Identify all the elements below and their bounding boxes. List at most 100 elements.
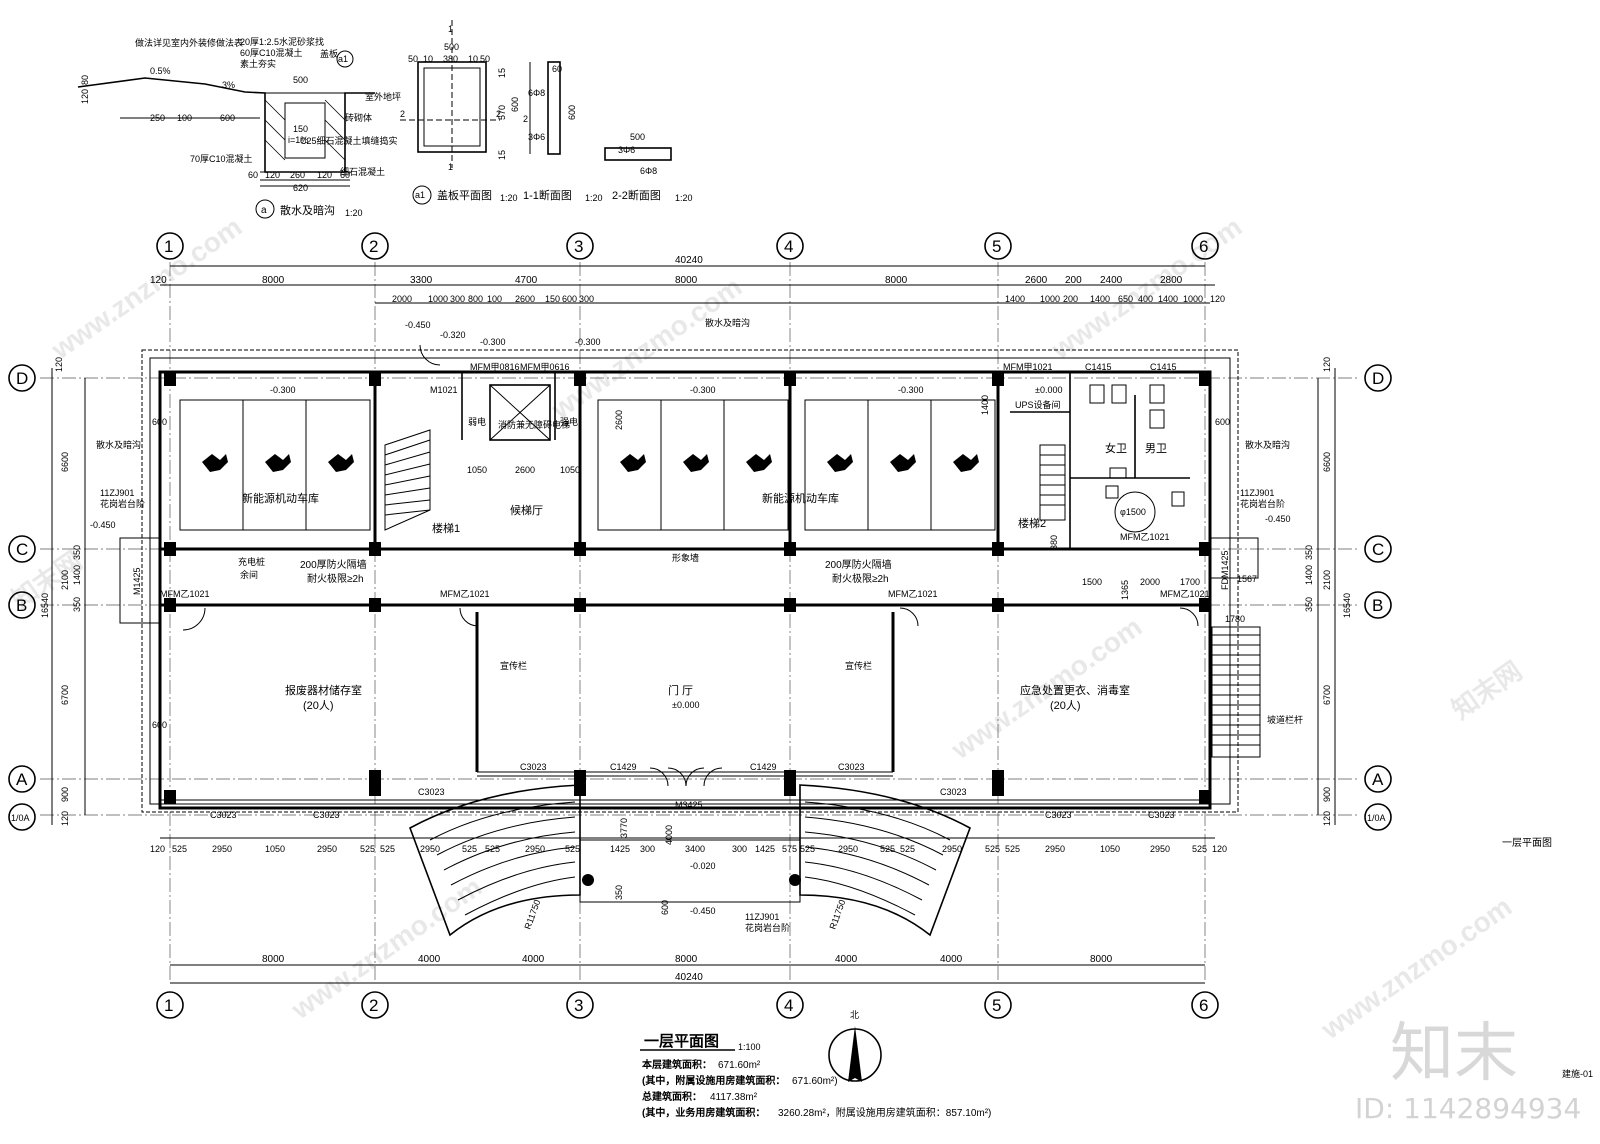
stair-2 bbox=[1039, 444, 1066, 521]
dim-side-right-2100: 2100 bbox=[1322, 570, 1332, 590]
area-value-2: 671.60m²) bbox=[792, 1076, 838, 1087]
dim-bottom-bay-4: 8000 bbox=[675, 954, 698, 965]
label-std-sub-right: 花岗岩台阶 bbox=[1240, 498, 1285, 509]
axis-label-1-0A-left: 1/0A bbox=[11, 813, 30, 823]
room-ups: UPS设备间 bbox=[1015, 399, 1061, 410]
level-1: -0.450 bbox=[405, 320, 431, 330]
label-display-board-1: 宣传栏 bbox=[500, 660, 527, 671]
misc-dim-2000: 2000 bbox=[1140, 577, 1160, 587]
detail-drainage: 做法详见室内外装修做法表 20厚1:2.5水泥砂浆找 60厚C10混凝土 素土夯… bbox=[77, 36, 401, 219]
dimension-top: 40240 120 8000 3300 4700 8000 8000 2600 … bbox=[150, 255, 1225, 304]
dim-side-left-900: 900 bbox=[60, 787, 70, 802]
car-icons bbox=[202, 454, 979, 472]
interior-dimensions: 600 600 600 1050 2600 1050 1500 2000 170… bbox=[152, 395, 1257, 915]
s22-rebar-2: 6Φ8 bbox=[640, 166, 657, 176]
detail-a-dim-120: 120 bbox=[265, 170, 280, 180]
door-mfm-z-4: MFM乙1021 bbox=[1120, 532, 1170, 542]
door-window-labels: M1021 MFM甲0816 MFM甲0616 MFM甲1021 MFM乙102… bbox=[132, 362, 1230, 820]
dim-side-left-120: 120 bbox=[54, 357, 64, 372]
level-8: ±0.000 bbox=[1035, 385, 1062, 395]
s11-dim-60: 60 bbox=[552, 64, 562, 74]
misc-dim-1567: 1567 bbox=[1237, 574, 1257, 584]
label-ramp-rail: 坡道栏杆 bbox=[1267, 714, 1303, 725]
dim-side-right-1400: 1400 bbox=[1304, 565, 1314, 585]
cover-dim-50b: 50 bbox=[480, 54, 490, 64]
detail-a-scale: 1:20 bbox=[345, 208, 363, 218]
dim-top-detail-17: 1000 bbox=[1183, 294, 1203, 304]
level-12: -0.450 bbox=[1265, 514, 1291, 524]
cover-dim-570: 570 bbox=[497, 105, 507, 120]
dim-side-left-350b: 350 bbox=[72, 597, 82, 612]
dim-side-right-120b: 120 bbox=[1322, 811, 1332, 826]
label-image-wall: 形象墙 bbox=[672, 552, 699, 563]
dim-bottom-detail-14: 300 bbox=[640, 844, 655, 854]
window-c3023-4: C3023 bbox=[520, 762, 547, 772]
room-garage-2: 新能源机动车库 bbox=[762, 491, 839, 505]
dim-top-sub-2: 4700 bbox=[515, 275, 538, 286]
svg-text:2: 2 bbox=[400, 109, 405, 119]
dim-top-sub-4: 200 bbox=[1065, 275, 1082, 286]
dim-bottom-detail-9: 525 bbox=[462, 844, 477, 854]
sheet-number: 建施-01 bbox=[1562, 1068, 1593, 1079]
label-drain-right: 散水及暗沟 bbox=[1245, 439, 1290, 450]
dim-bottom-detail-12: 525 bbox=[565, 844, 580, 854]
dim-side-right-120: 120 bbox=[1322, 357, 1332, 372]
cover-dim-500: 500 bbox=[444, 42, 459, 52]
detail-a-dim-250: 250 bbox=[150, 113, 165, 123]
dim-bottom-detail-4: 1050 bbox=[265, 844, 285, 854]
door-mfm-z-5: MFM乙1021 bbox=[1160, 589, 1210, 599]
dim-top-bay-1: 8000 bbox=[262, 275, 285, 286]
dim-top-detail-10: 1400 bbox=[1005, 294, 1025, 304]
room-strong-current: 强电 bbox=[560, 416, 578, 427]
svg-text:2: 2 bbox=[523, 114, 528, 124]
north-arrow-icon bbox=[848, 1026, 862, 1082]
cover-dim-10: 10 bbox=[423, 54, 433, 64]
misc-dim-3770: 3770 bbox=[619, 818, 629, 838]
dim-top-detail-1: 2000 bbox=[392, 294, 412, 304]
room-weak-current: 弱电 bbox=[468, 416, 486, 427]
svg-text:1: 1 bbox=[448, 162, 453, 172]
annotation-labels: 充电桩 余间 200厚防火隔墙 耐火极限≥2h 200厚防火隔墙 耐火极限≥2h… bbox=[96, 317, 1303, 933]
dim-bottom-detail-11: 2950 bbox=[525, 844, 545, 854]
cover-dim-50: 50 bbox=[408, 54, 418, 64]
dim-bottom-bay-3: 4000 bbox=[522, 954, 545, 965]
dim-bottom-detail-2: 525 bbox=[172, 844, 187, 854]
dim-side-left-6700: 6700 bbox=[60, 685, 70, 705]
dim-top-detail-11: 1000 bbox=[1040, 294, 1060, 304]
window-c1415-1: C1415 bbox=[1085, 362, 1112, 372]
room-hall-level: ±0.000 bbox=[672, 700, 699, 710]
door-fdm1425: FDM1425 bbox=[1220, 550, 1230, 590]
detail-s11-title: 1-1断面图 bbox=[523, 188, 572, 202]
room-male-wc: 男卫 bbox=[1145, 443, 1167, 455]
label-std-bottom: 11ZJ901 bbox=[745, 912, 779, 922]
dim-top-sub-5: 2400 bbox=[1100, 275, 1123, 286]
svg-text:2: 2 bbox=[496, 109, 501, 119]
misc-dim-350: 350 bbox=[614, 885, 624, 900]
axis-label-6-bottom: 6 bbox=[1199, 996, 1208, 1015]
dim-bottom-detail-25: 525 bbox=[1005, 844, 1020, 854]
misc-dim-600-2: 600 bbox=[1215, 417, 1230, 427]
drawing-scale: 1:100 bbox=[738, 1042, 761, 1052]
svg-text:1: 1 bbox=[448, 24, 453, 34]
dim-top-detail-18: 120 bbox=[1210, 294, 1225, 304]
axis-label-C-left: C bbox=[16, 540, 28, 559]
label-radius-right: R11750 bbox=[827, 898, 847, 930]
window-c3023-3: C3023 bbox=[418, 787, 445, 797]
detail-a-note-5: 盖板 bbox=[320, 48, 338, 59]
detail-a-note-8: C25细石混凝土填缝捣实 bbox=[300, 135, 398, 146]
room-stair-2: 楼梯2 bbox=[1018, 516, 1046, 530]
entrance-landing bbox=[579, 839, 801, 903]
dim-bottom-bay-6: 4000 bbox=[940, 954, 963, 965]
label-drain-top: 散水及暗沟 bbox=[705, 317, 750, 328]
axis-label-3-bottom: 3 bbox=[574, 996, 583, 1015]
area-label-4: (其中，业务用房建筑面积： bbox=[642, 1106, 765, 1119]
dim-side-right-6600: 6600 bbox=[1322, 452, 1332, 472]
dim-bottom-detail-6: 525 bbox=[360, 844, 375, 854]
label-display-board-2: 宣传栏 bbox=[845, 660, 872, 671]
car-icon bbox=[683, 454, 709, 472]
dim-bottom-bay-7: 8000 bbox=[1090, 954, 1113, 965]
level-7: -0.300 bbox=[898, 385, 924, 395]
dim-bottom-bay-1: 8000 bbox=[262, 954, 285, 965]
dim-top-sub-6: 2800 bbox=[1160, 275, 1183, 286]
window-c3023-7: C3023 bbox=[1045, 810, 1072, 820]
